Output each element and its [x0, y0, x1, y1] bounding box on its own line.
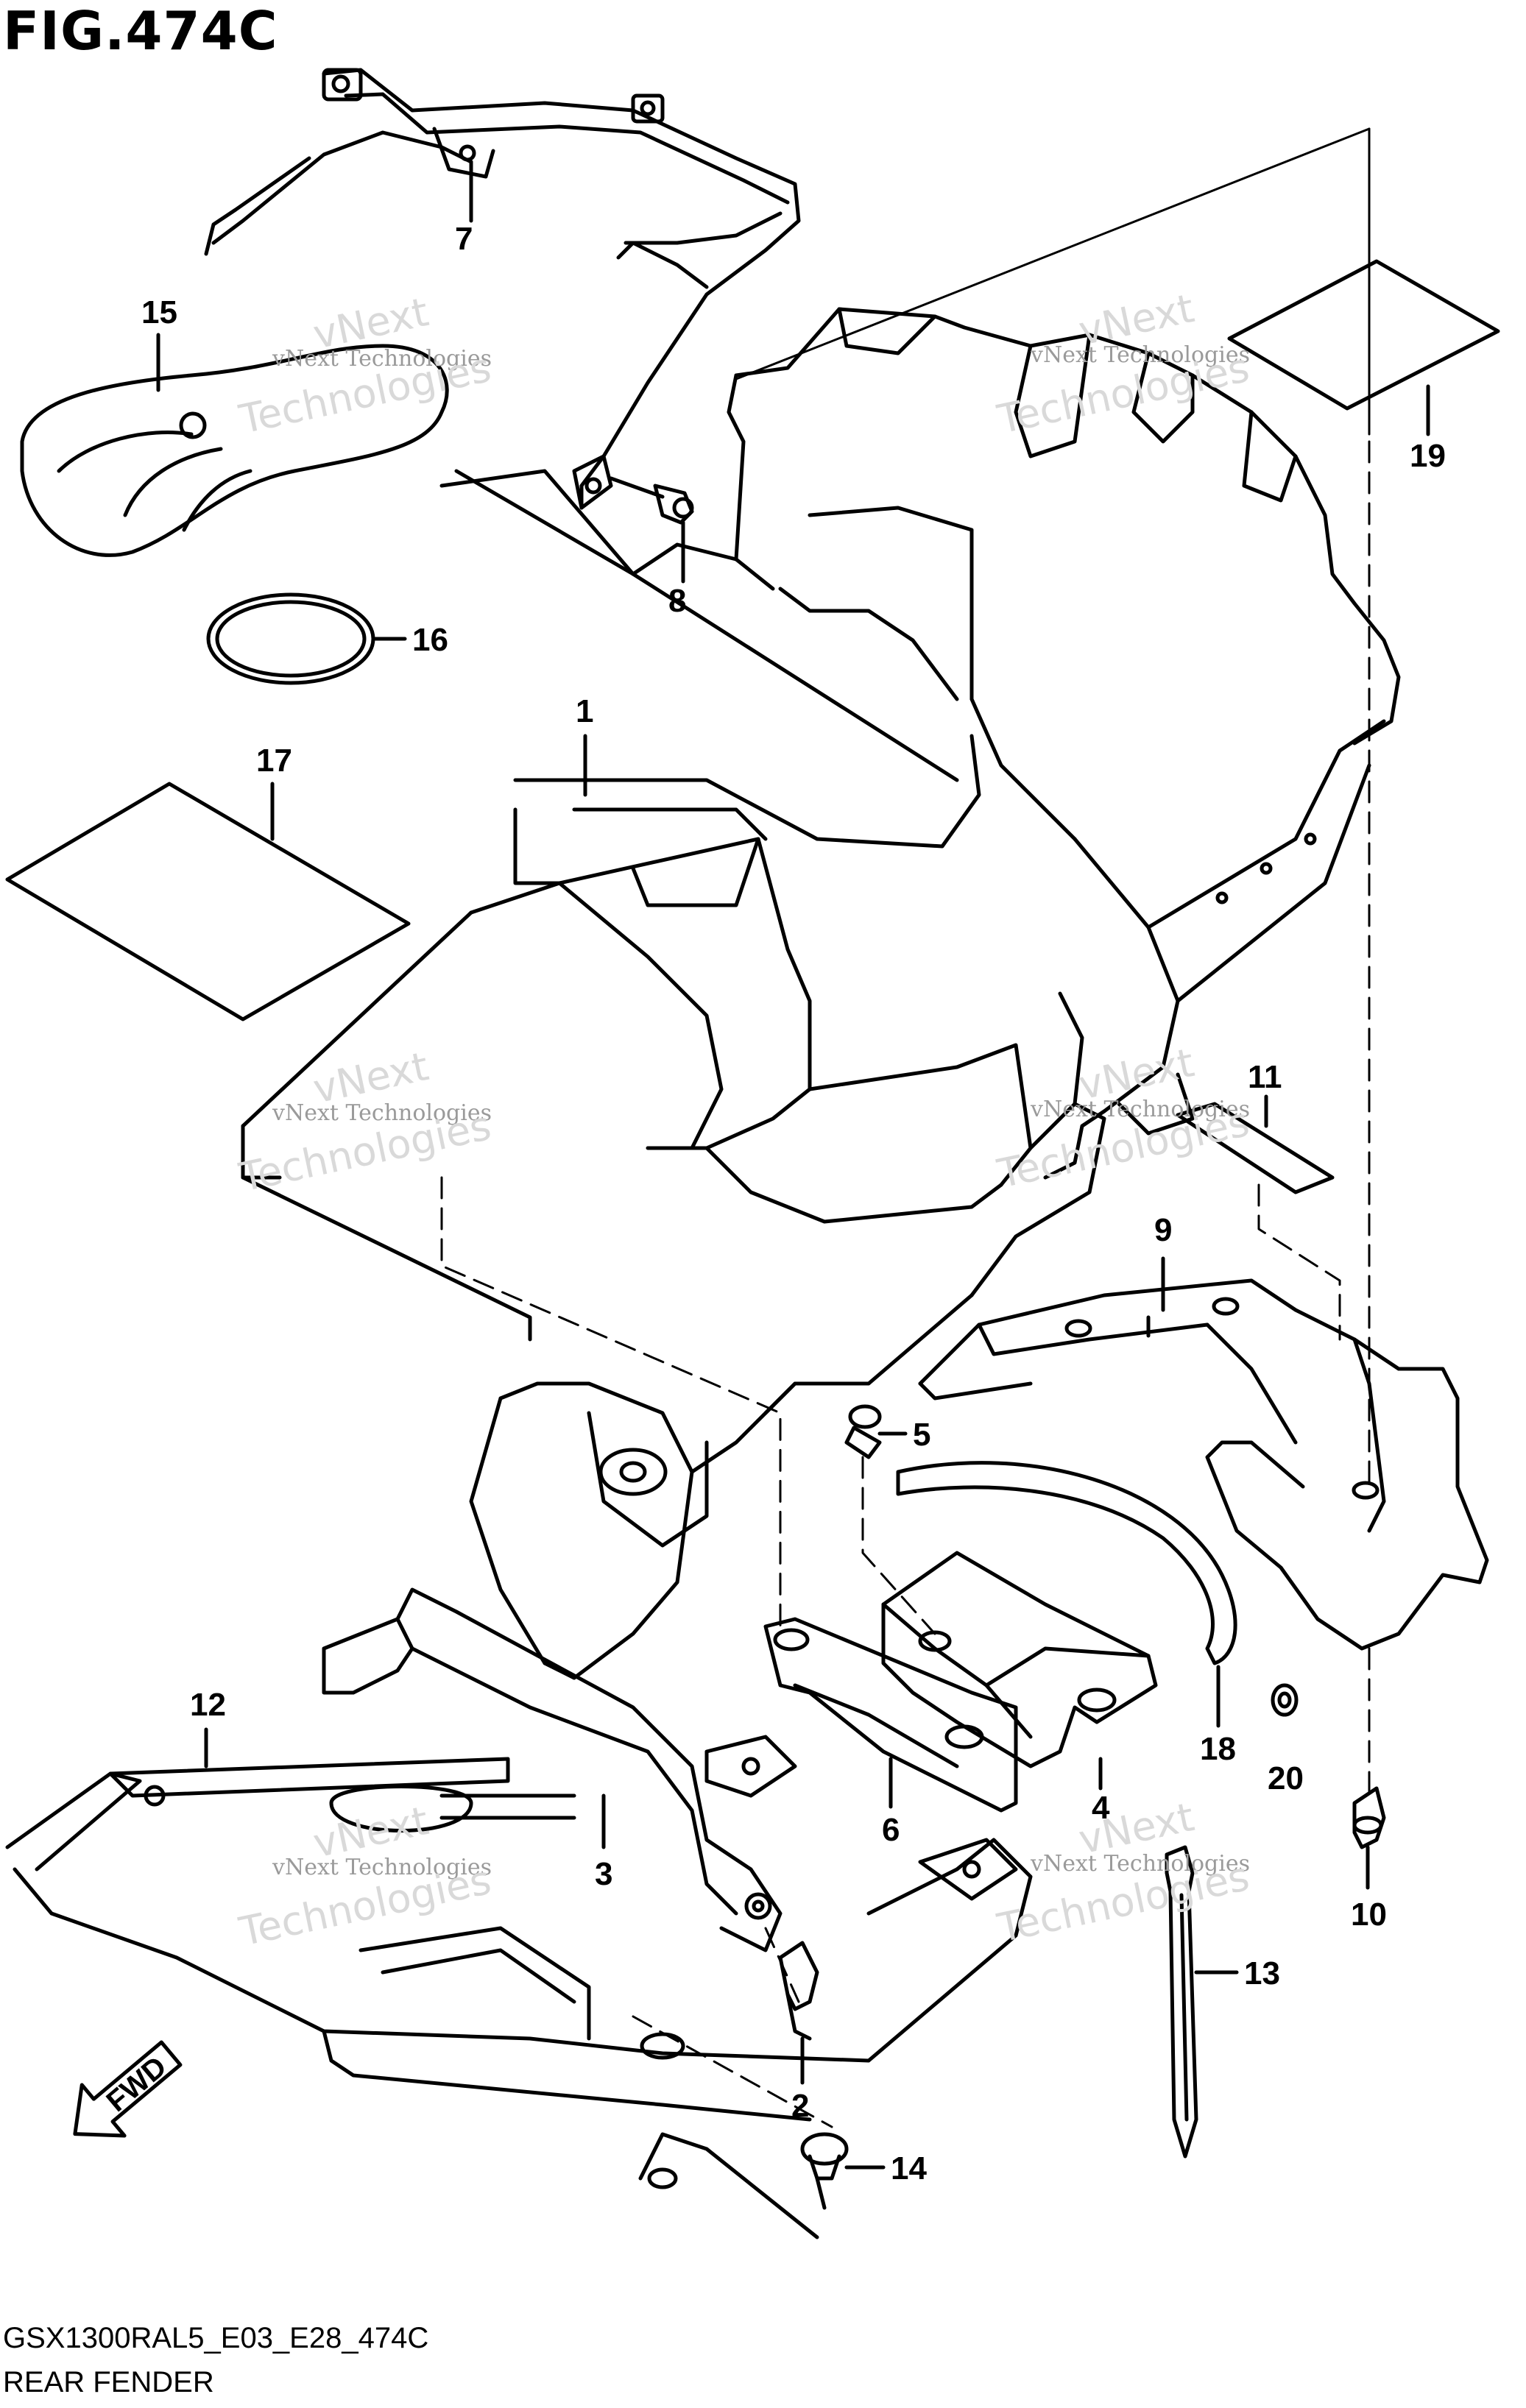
part-16-o-ring	[206, 592, 375, 685]
part-5-clip	[844, 1404, 882, 1459]
callout-7: 7	[455, 221, 473, 257]
callout-19: 19	[1410, 438, 1446, 474]
callout-11: 11	[1248, 1059, 1282, 1095]
part-14-clip	[800, 2132, 849, 2210]
part-10-bolt	[1352, 1786, 1386, 1849]
part-6-plate	[763, 1617, 1018, 1813]
figure-code: GSX1300RAL5_E03_E28_474C	[3, 2322, 429, 2354]
callout-20: 20	[1268, 1760, 1304, 1796]
part-11-tape	[1176, 1102, 1335, 1194]
callout-18: 18	[1200, 1731, 1236, 1767]
callout-12: 12	[190, 1687, 226, 1723]
callout-6: 6	[882, 1812, 900, 1848]
callout-9: 9	[1154, 1212, 1173, 1248]
part-7-grab-rail	[204, 68, 801, 510]
part-18-strip	[896, 1461, 1237, 1665]
part-17-sheet	[5, 782, 411, 1021]
part-3-frame	[322, 1587, 783, 1952]
part-4-bracket	[881, 1551, 1158, 1768]
callout-1: 1	[576, 693, 594, 729]
part-13-cable-tie	[1165, 1845, 1198, 2159]
callout-14: 14	[891, 2150, 927, 2186]
part-1-rear-fender	[241, 307, 1401, 1680]
callout-2: 2	[791, 2088, 810, 2124]
callout-13: 13	[1244, 1955, 1280, 1991]
assembly-dash-lines	[440, 440, 1371, 2128]
part-12-undertray	[5, 1735, 1033, 2239]
callout-5: 5	[913, 1417, 931, 1453]
callout-10: 10	[1351, 1897, 1387, 1933]
part-15-cover	[20, 344, 449, 557]
part-9-tail-bracket	[918, 1278, 1489, 1651]
callout-15: 15	[141, 294, 177, 330]
part-20-washer	[1271, 1683, 1299, 1717]
callout-16: 16	[412, 622, 448, 658]
callout-8: 8	[668, 583, 687, 619]
callout-17: 17	[256, 743, 292, 779]
part-8-bolt	[609, 476, 694, 525]
figure-name: REAR FENDER	[3, 2366, 214, 2398]
part-19-sheet	[1227, 259, 1500, 411]
part-2-bolt	[778, 1941, 819, 2041]
callout-3: 3	[595, 1856, 613, 1892]
figure-title: FIG.474C	[3, 0, 278, 62]
callout-4: 4	[1092, 1790, 1110, 1826]
forward-arrow-icon: FWD	[46, 2016, 200, 2171]
